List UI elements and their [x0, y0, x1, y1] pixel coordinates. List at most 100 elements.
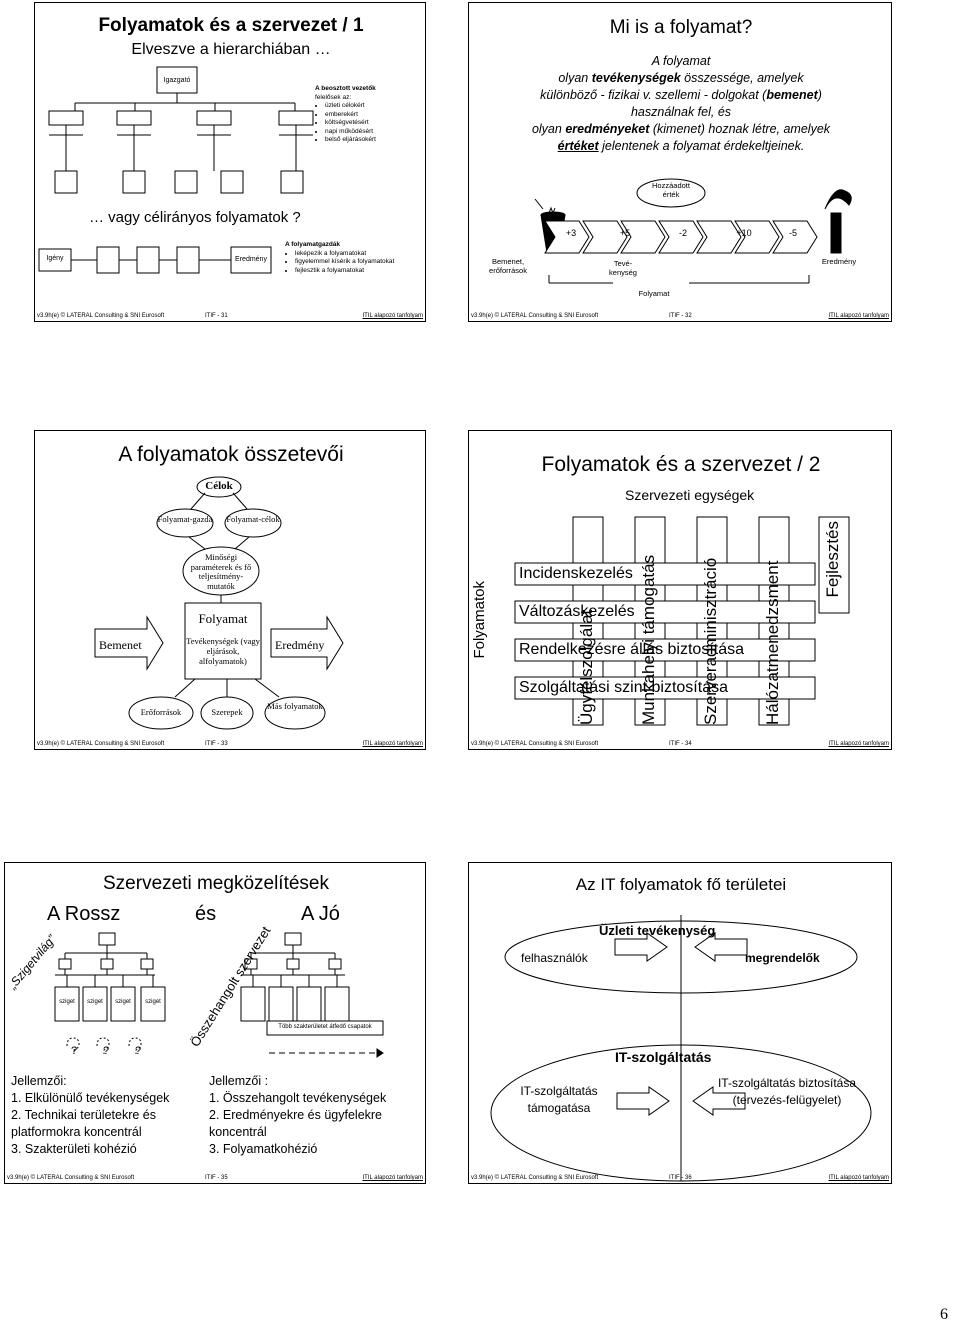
- boss-label: Igazgató: [157, 77, 197, 84]
- footer-right: ITIL alapozó tanfolyam: [363, 1175, 423, 1181]
- users-label: felhasználók: [521, 951, 588, 965]
- owners-note: A folyamatgazdák leképezik a folyamatoka…: [285, 241, 394, 275]
- slide-33: A folyamatok összetevői Célok Folyamat-g…: [34, 430, 426, 750]
- question-mark: ?: [103, 1045, 109, 1057]
- slide-31: Folyamatok és a szervezet / 1 Elveszve a…: [34, 2, 426, 322]
- footer-right: ITIL alapozó tanfolyam: [829, 1175, 889, 1181]
- owners-title: A folyamatgazdák: [285, 241, 394, 250]
- unit-label: Fejlesztés: [823, 521, 843, 598]
- def-text: (kimenet) hoznak létre, amelyek: [649, 122, 830, 136]
- units-label: Szervezeti egységek: [625, 487, 754, 503]
- it-service-label: IT-szolgáltatás: [615, 1049, 711, 1065]
- input-label: Bemenet: [99, 638, 142, 653]
- result-label: Eredmény: [231, 256, 271, 263]
- good-traits-head: Jellemzői :: [209, 1073, 425, 1090]
- good-traits: Jellemzői : 1. Összehangolt tevékenysége…: [209, 1073, 425, 1158]
- it-areas-diagram: [469, 863, 892, 1184]
- def-line-3: különböző - fizikai v. szellemi - dolgok…: [469, 87, 892, 104]
- def-results: eredményeket: [565, 122, 649, 136]
- leaders-note: A beosztott vezetők felelősek az: üzleti…: [315, 85, 376, 145]
- bad-traits-head: Jellemzői:: [11, 1073, 211, 1090]
- footer-page: ITIF - 33: [205, 741, 228, 747]
- team-label: Több szakterületet átfedő csapatok: [267, 1024, 383, 1030]
- need-label: Igény: [39, 255, 71, 262]
- footer-page: ITIF - 35: [205, 1175, 228, 1181]
- footer-left: v3.9h(e) © LATERAL Consulting & SNI Euro…: [471, 741, 598, 747]
- island-label: sziget: [83, 999, 107, 1005]
- question-text: … vagy célirányos folyamatok ?: [89, 209, 301, 226]
- value-step: -5: [781, 228, 805, 238]
- slide-title: Az IT folyamatok fő területei: [469, 875, 892, 895]
- bad-trait: 3. Szakterületi kohézió: [11, 1141, 211, 1158]
- def-line-2: olyan tevékenységek összessége, amelyek: [469, 70, 892, 87]
- island-label: sziget: [141, 999, 165, 1005]
- owners-item: figyelemmel kísérik a folyamatokat: [295, 258, 394, 267]
- value-step: +5: [613, 228, 637, 238]
- support-label: IT-szolgáltatás támogatása: [509, 1083, 609, 1117]
- def-text: ): [818, 88, 822, 102]
- slide-title: Folyamatok és a szervezet / 2: [469, 453, 892, 477]
- def-value: értéket: [558, 139, 599, 153]
- good-trait: 3. Folyamatkohézió: [209, 1141, 425, 1158]
- added-value-cloud: Hozzáadott érték: [647, 181, 695, 199]
- and-label: és: [195, 903, 216, 926]
- bad-traits: Jellemzői: 1. Elkülönülő tevékenységek 2…: [11, 1073, 211, 1158]
- value-step: +10: [731, 228, 757, 238]
- def-line-4: használnak fel, és: [469, 104, 892, 121]
- delivery-label: IT-szolgáltatás biztosítása (tervezés-fe…: [713, 1075, 861, 1109]
- question-mark: ?: [71, 1045, 77, 1057]
- footer-left: v3.9h(e) © LATERAL Consulting & SNI Euro…: [471, 313, 598, 319]
- value-step: +3: [559, 228, 583, 238]
- pgoals-label: Folyamat-célok: [225, 515, 281, 524]
- def-text: összessége, amelyek: [681, 71, 804, 85]
- process-label: Folyamat: [619, 289, 689, 298]
- bad-trait: 2. Technikai területekre és platformokra…: [11, 1107, 211, 1141]
- slide-title: A folyamatok összetevői: [35, 443, 426, 467]
- footer-page: ITIF - 32: [669, 313, 692, 319]
- leaders-item: napi működésért: [325, 128, 376, 137]
- result-label: Eredmény: [813, 257, 865, 266]
- activity-label: Tevé-kenység: [601, 259, 645, 277]
- bad-trait: 1. Elkülönülő tevékenységek: [11, 1090, 211, 1107]
- slide-34: Folyamatok és a szervezet / 2 Szervezeti…: [468, 430, 892, 750]
- roles-label: Szerepek: [201, 707, 253, 717]
- def-text: olyan: [532, 122, 565, 136]
- footer-right: ITIL alapozó tanfolyam: [829, 313, 889, 319]
- leaders-item: emberekért: [325, 111, 376, 120]
- footer-left: v3.9h(e) © LATERAL Consulting & SNI Euro…: [471, 1175, 598, 1181]
- leaders-item: üzleti célokért: [325, 102, 376, 111]
- unit-label: Hálózatmenedzsment: [763, 517, 783, 725]
- good-label: A Jó: [301, 903, 340, 926]
- goals-label: Célok: [197, 480, 241, 492]
- footer-page: ITIF - 36: [669, 1175, 692, 1181]
- leaders-list: üzleti célokért emberekért költségvetésé…: [315, 102, 376, 145]
- business-label: Üzleti tevékenység: [599, 923, 715, 938]
- slide-subtitle: Elveszve a hierarchiában …: [35, 41, 426, 59]
- activities-label: Tevékenységek (vagy eljárások, alfolyama…: [185, 636, 261, 666]
- footer-page: ITIF - 31: [205, 313, 228, 319]
- good-trait: 2. Eredményekre és ügyfelekre koncentrál: [209, 1107, 425, 1141]
- footer-right: ITIL alapozó tanfolyam: [829, 741, 889, 747]
- quality-label: Minőségi paraméterek és fő teljesítmény-…: [187, 553, 255, 591]
- value-step: -2: [671, 228, 695, 238]
- slide-title: Szervezeti megközelítések: [5, 873, 426, 895]
- island-label: sziget: [55, 999, 79, 1005]
- slide-title: Mi is a folyamat?: [469, 17, 892, 39]
- def-text: különböző - fizikai v. szellemi - dolgok…: [540, 88, 766, 102]
- def-activities: tevékenységek: [592, 71, 681, 85]
- process-row: Rendelkezésre állás biztosítása: [519, 641, 744, 659]
- leaders-sub: felelősek az:: [315, 94, 376, 103]
- process-label: Folyamat: [185, 611, 261, 627]
- leaders-item: belső eljárásokért: [325, 136, 376, 145]
- process-row: Szolgáltatási szint biztosítása: [519, 679, 728, 697]
- footer-page: ITIF - 34: [669, 741, 692, 747]
- footer-left: v3.9h(e) © LATERAL Consulting & SNI Euro…: [37, 313, 164, 319]
- good-trait: 1. Összehangolt tevékenységek: [209, 1090, 425, 1107]
- output-label: Eredmény: [275, 638, 324, 653]
- island-label: sziget: [111, 999, 135, 1005]
- def-line-1: A folyamat: [469, 53, 892, 70]
- def-line-6: értéket jelentenek a folyamat érdekeltje…: [469, 138, 892, 155]
- resources-label: Erőforrások: [129, 707, 193, 717]
- def-line-5: olyan eredményeket (kimenet) hoznak létr…: [469, 121, 892, 138]
- leaders-title: A beosztott vezetők: [315, 85, 376, 94]
